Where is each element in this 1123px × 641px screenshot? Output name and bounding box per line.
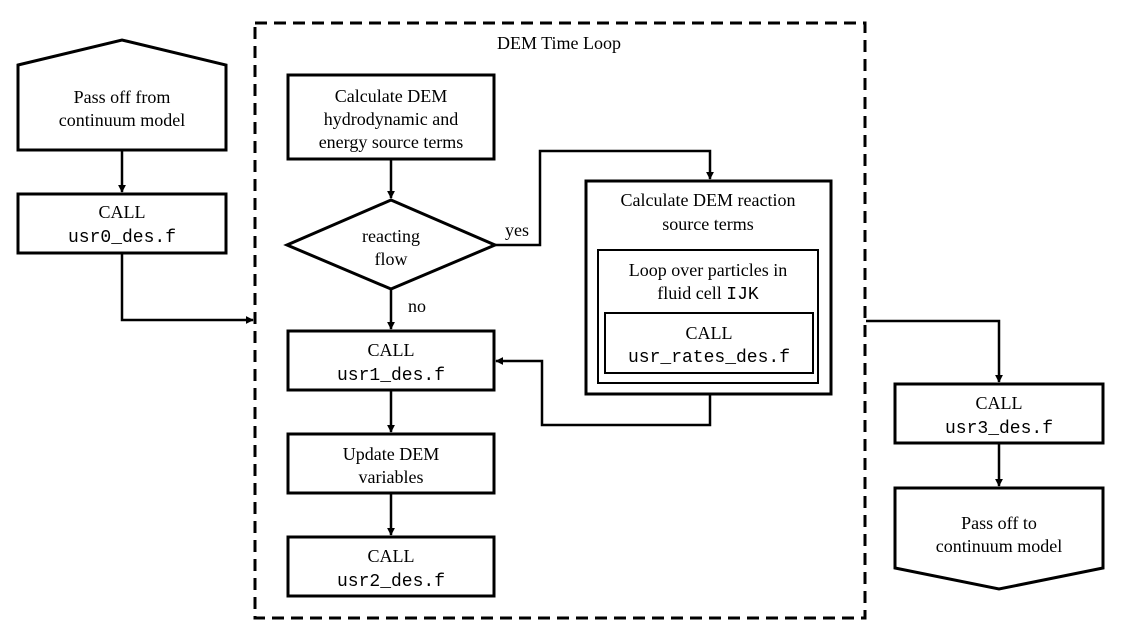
pass-off-to-line2: continuum model [936, 536, 1062, 556]
calc-hydro-line1: Calculate DEM [335, 86, 447, 106]
pass-off-from-line1: Pass off from [74, 87, 171, 107]
call-usr2-line1: CALL [368, 546, 415, 566]
reaction-terms-line1: Calculate DEM reaction [621, 190, 796, 210]
call-usr2-line2: usr2_des.f [337, 572, 445, 592]
pass-off-to-line1: Pass off to [961, 513, 1037, 533]
call-rates-line2: usr_rates_des.f [628, 348, 790, 368]
call-usr3-line1: CALL [976, 393, 1023, 413]
update-vars-line2: variables [359, 467, 424, 487]
loop-title: DEM Time Loop [497, 33, 621, 53]
decision-line2: flow [375, 249, 408, 269]
call-usr1-line2: usr1_des.f [337, 366, 445, 386]
call-usr0-box [16, 192, 228, 255]
decision-line1: reacting [362, 226, 420, 246]
loop-particles-line1: Loop over particles in [629, 260, 787, 280]
no-label: no [408, 296, 426, 316]
reaction-terms-line2: source terms [662, 214, 753, 234]
update-vars-line1: Update DEM [343, 444, 439, 464]
call-usr2-box [286, 535, 496, 598]
call-usr0-line1: CALL [99, 202, 146, 222]
calc-hydro-line3: energy source terms [319, 132, 464, 152]
loop-particles-line2: fluid cell IJK [657, 283, 759, 305]
call-usr3-line2: usr3_des.f [945, 419, 1053, 439]
pass-off-to-shape [893, 486, 1105, 591]
calc-hydro-box [286, 73, 496, 161]
call-usr1-box [286, 329, 496, 392]
call-rates-box [604, 312, 814, 374]
calc-hydro-line2: hydrodynamic and [324, 109, 458, 129]
arrow-usr0-to-loop [120, 253, 254, 324]
arrow-loop-to-usr3 [866, 319, 1003, 383]
loop-particles-line2-code: IJK [726, 285, 759, 305]
arrow-reaction-return [495, 357, 712, 427]
call-usr0-line2: usr0_des.f [68, 228, 176, 248]
dem-time-loop-frame [253, 21, 867, 620]
pass-off-from-line2: continuum model [59, 110, 185, 130]
loop-particles-line2-text: fluid cell [657, 283, 726, 303]
arrow-decision-yes [495, 149, 714, 247]
call-usr1-line1: CALL [368, 340, 415, 360]
yes-label: yes [505, 220, 529, 240]
call-rates-line1: CALL [686, 323, 733, 343]
pass-off-from-shape [16, 38, 228, 152]
